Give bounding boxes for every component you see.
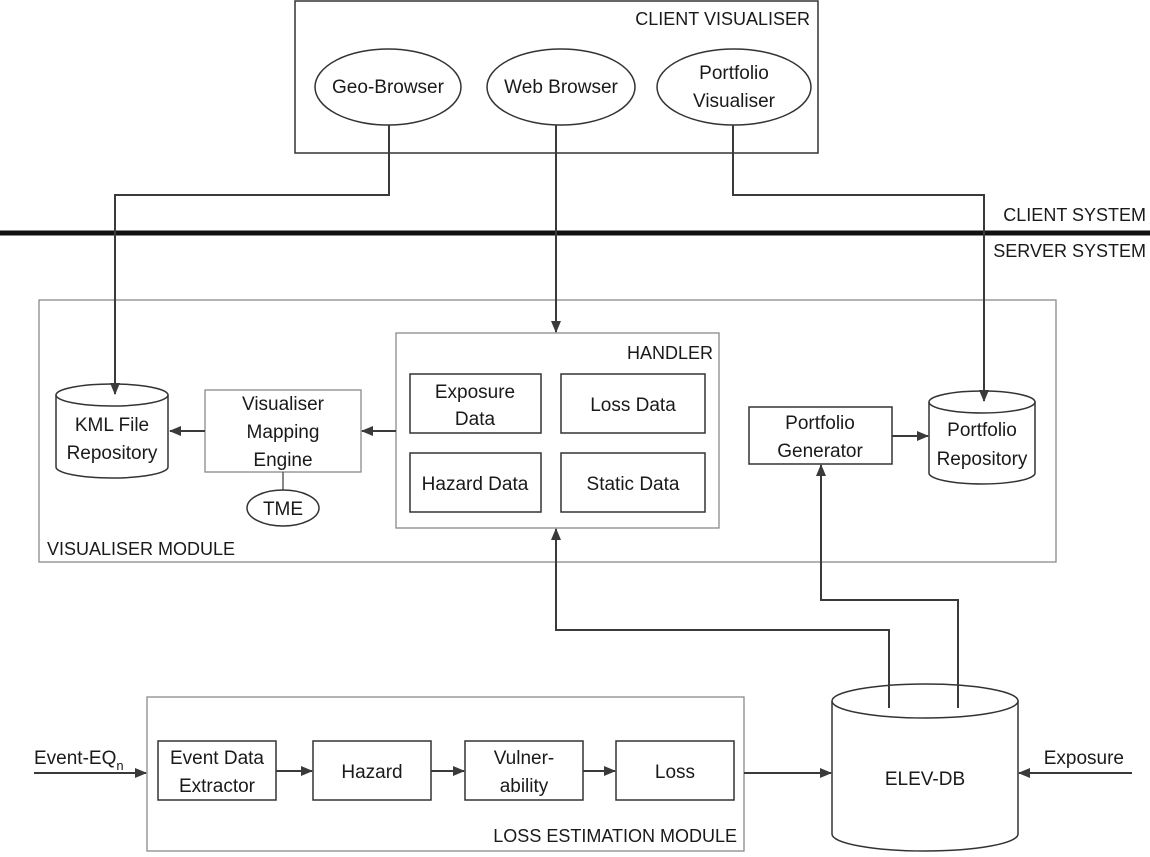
elev-db-cylinder-top — [831, 683, 1019, 719]
elev-db-cylinder-body — [831, 701, 1019, 852]
elev-db: ELEV-DB — [831, 683, 1019, 852]
client-visualiser-title: CLIENT VISUALISER — [635, 9, 810, 29]
server-system-label: SERVER SYSTEM — [993, 241, 1146, 261]
visualiser-module-group: VISUALISER MODULE KML File Repository Vi… — [38, 299, 1057, 563]
kml-label-line1: KML File — [75, 415, 149, 436]
geo-browser-label: Geo-Browser — [332, 77, 445, 98]
event-eq-input-label: Event-EQn — [34, 748, 124, 773]
hazard-data-box — [409, 452, 542, 513]
hazard-box — [312, 740, 432, 801]
handler-title: HANDLER — [627, 343, 713, 363]
portfolio-generator-box — [748, 406, 893, 465]
tme-node — [246, 489, 320, 527]
event-data-extractor-line1: Event Data — [170, 748, 264, 769]
mapping-engine-line2: Mapping — [247, 422, 320, 443]
system-boundary: CLIENT SYSTEM SERVER SYSTEM — [0, 205, 1150, 261]
exposure-data-line1: Exposure — [435, 382, 515, 403]
loss-data-label: Loss Data — [590, 395, 676, 416]
elev-db-label: ELEV-DB — [885, 769, 965, 790]
portfolio-repository-line1: Portfolio — [947, 420, 1017, 441]
portfolio-visualiser-label-line2: Visualiser — [693, 91, 776, 112]
portfolio-visualiser-to-repository-arrow — [732, 125, 989, 402]
portfolio-visualiser-node — [656, 48, 812, 126]
loss-label: Loss — [655, 762, 695, 783]
geo-browser-to-kml-arrow — [110, 125, 390, 395]
loss-estimation-module-title: LOSS ESTIMATION MODULE — [493, 826, 737, 846]
web-browser-node — [486, 48, 636, 126]
portfolio-generator-line2: Generator — [777, 441, 863, 462]
kml-label-line2: Repository — [67, 443, 158, 464]
exposure-input-label: Exposure — [1044, 748, 1124, 769]
event-eq-text: Event-EQ — [34, 748, 116, 769]
mapping-engine-line3: Engine — [253, 450, 312, 471]
elev-db-to-handler-arrow — [551, 528, 890, 708]
tme-label: TME — [263, 499, 303, 520]
client-system-label: CLIENT SYSTEM — [1003, 205, 1146, 225]
visualiser-module-title: VISUALISER MODULE — [47, 539, 235, 559]
portfolio-cylinder-body — [928, 402, 1036, 485]
hazard-label: Hazard — [341, 762, 402, 783]
loss-box — [615, 740, 735, 801]
portfolio-visualiser-label-line1: Portfolio — [699, 63, 769, 84]
elev-db-to-generator-arrow — [816, 464, 959, 708]
static-data-label: Static Data — [587, 474, 680, 495]
kml-file-repository: KML File Repository — [55, 383, 169, 479]
event-eq-subscript: n — [116, 758, 123, 773]
portfolio-repository-line2: Repository — [937, 449, 1028, 470]
connectors — [34, 125, 1132, 778]
event-data-extractor-line2: Extractor — [179, 776, 256, 797]
kml-cylinder-top — [55, 383, 169, 407]
web-browser-label: Web Browser — [504, 77, 618, 98]
client-visualiser-group: CLIENT VISUALISER Geo-Browser Web Browse… — [294, 0, 819, 154]
loss-data-box — [560, 373, 706, 434]
mapping-engine-line1: Visualiser — [242, 394, 325, 415]
vulnerability-line2: ability — [500, 776, 549, 797]
exposure-data-box — [409, 373, 542, 434]
kml-cylinder-body — [55, 395, 169, 479]
hazard-data-label: Hazard Data — [422, 474, 529, 495]
static-data-box — [560, 452, 706, 513]
portfolio-cylinder-top — [928, 390, 1036, 414]
portfolio-generator-line1: Portfolio — [785, 413, 855, 434]
portfolio-repository: Portfolio Repository — [928, 390, 1036, 485]
loss-estimation-module-group: LOSS ESTIMATION MODULE Event Data Extrac… — [146, 696, 745, 852]
vulnerability-line1: Vulner- — [494, 748, 555, 769]
exposure-data-line2: Data — [455, 409, 496, 430]
vulnerability-box — [464, 740, 584, 801]
